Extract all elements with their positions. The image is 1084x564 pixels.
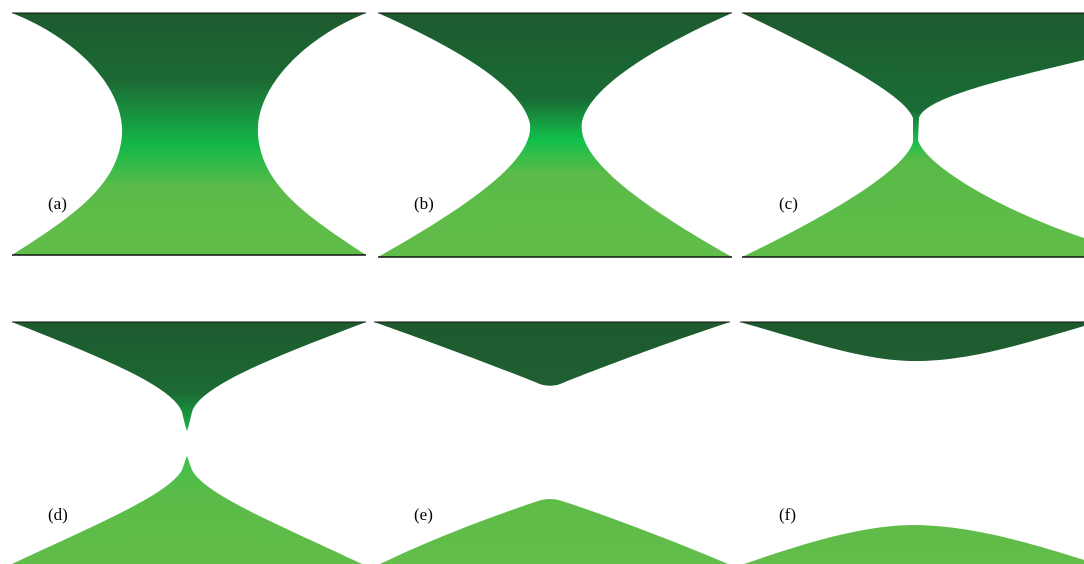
panel-label-e: (e) xyxy=(414,505,433,524)
bottom-cone xyxy=(12,456,362,564)
top-cone xyxy=(374,322,730,386)
top-cone xyxy=(12,322,366,431)
bottom-cone xyxy=(380,499,728,564)
panel-d: (d) xyxy=(12,321,366,564)
panel-label-f: (f) xyxy=(779,505,796,524)
panel-label-c: (c) xyxy=(779,194,798,213)
panel-c: (c) xyxy=(742,12,1084,258)
panel-label-b: (b) xyxy=(414,194,434,213)
panel-a: (a) xyxy=(12,12,366,256)
panel-label-a: (a) xyxy=(48,194,67,213)
top-cone xyxy=(740,322,1084,362)
bridge-shape xyxy=(12,13,366,255)
bridge-shape xyxy=(742,13,1084,257)
panel-label-d: (d) xyxy=(48,505,68,524)
panel-e: (e) xyxy=(374,321,730,564)
bridge-shape xyxy=(378,13,732,257)
bottom-cone xyxy=(744,525,1084,564)
panel-f: (f) xyxy=(740,321,1084,564)
panel-b: (b) xyxy=(378,12,732,258)
